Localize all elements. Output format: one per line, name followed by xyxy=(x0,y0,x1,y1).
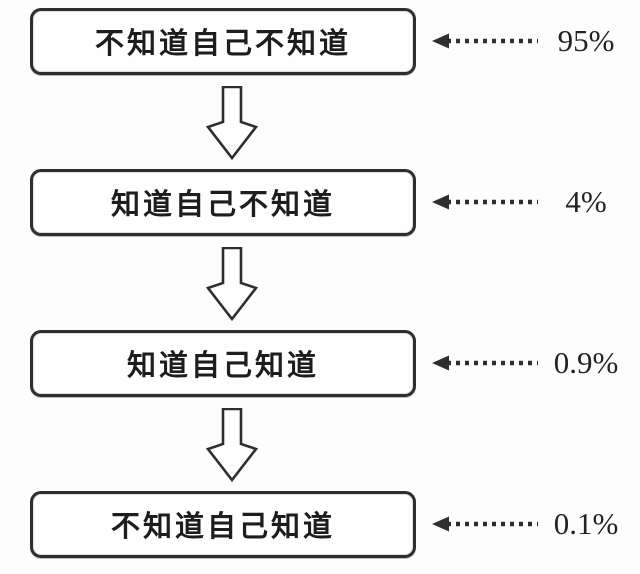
flow-box-label: 不知道自己不知道 xyxy=(94,27,351,60)
percent-label: 95% xyxy=(557,23,615,58)
flow-box-label: 不知道自己知道 xyxy=(110,510,335,543)
dotted-left-arrow-icon xyxy=(432,354,538,372)
dotted-left-arrow-icon xyxy=(432,32,538,50)
flow-box-label: 知道自己不知道 xyxy=(110,188,335,221)
flow-box-unknown-unknowns: 不知道自己不知道 xyxy=(30,8,416,75)
down-arrow-icon xyxy=(205,86,259,160)
percent-label: 4% xyxy=(565,184,607,219)
flow-box-known-unknowns: 知道自己不知道 xyxy=(30,169,416,236)
flow-box-known-knowns: 知道自己知道 xyxy=(30,330,416,397)
percent-label: 0.1% xyxy=(553,506,619,541)
down-arrow-icon xyxy=(205,408,259,482)
dotted-left-arrow-icon xyxy=(432,193,538,211)
down-arrow-icon xyxy=(205,247,259,321)
flow-box-label: 知道自己知道 xyxy=(126,349,319,382)
dotted-left-arrow-icon xyxy=(432,515,538,533)
percent-label: 0.9% xyxy=(553,345,619,380)
flow-box-unknown-knowns: 不知道自己知道 xyxy=(30,491,416,558)
